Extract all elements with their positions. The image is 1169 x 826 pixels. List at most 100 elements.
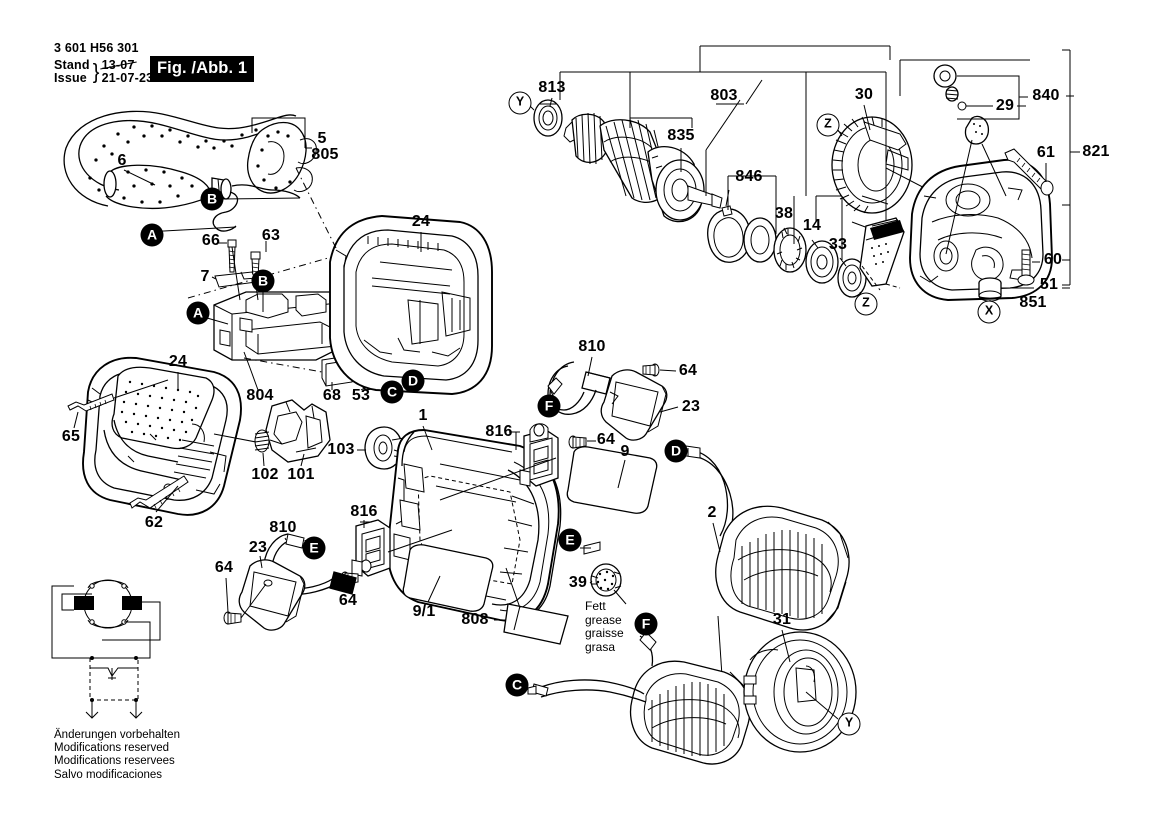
leader-9-1 (427, 575, 441, 603)
part-housing-shell-24-upper (329, 215, 493, 395)
leader-804 (243, 351, 259, 391)
part-screw-64-cap-upper (642, 363, 660, 377)
lab-14: 14 (802, 217, 822, 234)
lab-840: 840 (1032, 87, 1060, 104)
leader-1 (422, 425, 433, 451)
lab-30: 30 (854, 86, 874, 103)
leader-102 (262, 452, 265, 467)
part-cover-cap-23-lower (238, 559, 306, 631)
grease-note-de: Fett (585, 599, 606, 613)
grease-note: Fett grease graisse grasa (585, 599, 624, 654)
leader-101 (300, 453, 305, 467)
leader-30-gearbox (885, 167, 941, 197)
leader-B-cord (221, 197, 301, 200)
lab-851: 851 (1019, 294, 1047, 311)
lab-810b: 810 (269, 519, 297, 536)
leader-30 (863, 104, 871, 131)
wiring-schematic-inset (51, 579, 161, 719)
ref-D-1: D (401, 369, 425, 393)
leader-64-cap-upper (659, 369, 677, 372)
lab-7: 7 (200, 268, 210, 285)
part-ring-846 (707, 205, 751, 263)
leader-7 (211, 276, 217, 280)
part-screw-64-lower (340, 571, 359, 585)
lab-101: 101 (287, 466, 315, 483)
sheet-header: 3 601 H56 301 Stand Issue } 13-07 21-07-… (54, 41, 154, 85)
part-washer-a (743, 217, 777, 263)
part-cable-F-lower (639, 631, 657, 667)
lab-61: 61 (1036, 144, 1056, 161)
part-cable-C (527, 679, 647, 703)
leader-65-shell (113, 379, 169, 399)
lab-62: 62 (144, 514, 164, 531)
lab-51: 51 (1039, 276, 1059, 293)
ref-D-2: D (664, 439, 688, 463)
part-end-cap-31 (743, 631, 857, 753)
lab-821: 821 (1082, 143, 1110, 160)
bracket-821 (1062, 49, 1080, 286)
lab-835: 835 (667, 127, 695, 144)
lab-6: 6 (117, 152, 127, 169)
leader-brush-a (851, 221, 869, 229)
lab-53: 53 (351, 387, 371, 404)
leader-803b (745, 79, 763, 105)
footer-line-es: Salvo modificaciones (54, 768, 163, 781)
lab-816a: 816 (485, 423, 513, 440)
lab-805: 805 (311, 146, 339, 163)
ref-C-1: C (380, 380, 404, 404)
leader-66-module (231, 246, 241, 301)
ref-A-1: A (140, 223, 164, 247)
lab-63: 63 (261, 227, 281, 244)
lab-23b: 23 (248, 539, 268, 556)
leader-38 (783, 227, 788, 235)
part-grease-ring-39 (590, 563, 622, 597)
part-power-cord-805 (63, 110, 317, 232)
part-switch-module-804 (213, 291, 349, 361)
leader-2-lower (717, 615, 723, 677)
label-stand: Stand (54, 57, 90, 72)
leader-103-housing (405, 451, 431, 463)
leader-6 (123, 169, 156, 186)
ref-F-1: F (537, 394, 561, 418)
footer-line-fr: Modifications reservees (54, 755, 175, 768)
bracket-805 (251, 117, 312, 149)
lab-64d: 64 (338, 592, 358, 609)
lab-66: 66 (201, 232, 221, 249)
leader-39 (589, 580, 593, 584)
lab-65: 65 (61, 428, 81, 445)
lab-31: 31 (772, 611, 792, 628)
grease-note-es: grasa (585, 639, 616, 654)
leader-23-lower (259, 555, 263, 569)
leader-Z-30 (837, 129, 843, 137)
part-lever-101 (265, 399, 331, 463)
material-number: 3 601 H56 301 (54, 41, 139, 55)
leader-33 (839, 257, 847, 267)
lab-813: 813 (538, 79, 566, 96)
part-gearbox-housing-821 (909, 159, 1053, 301)
lab-816b: 816 (350, 503, 378, 520)
lab-24b: 24 (168, 353, 188, 370)
leader-64-cap-lower-axis (240, 583, 267, 619)
ref-C-2: C (505, 673, 529, 697)
ref-Y-1: Y (508, 91, 532, 115)
grease-note-en: grease (585, 612, 622, 627)
part-label-9 (566, 446, 658, 514)
leader-816-axis (439, 457, 557, 501)
part-brush-holder-816-lower (351, 519, 391, 577)
ref-E-1: E (558, 528, 582, 552)
part-screw-64-cap-lower (223, 611, 242, 625)
lab-38: 38 (774, 205, 794, 222)
lab-23a: 23 (681, 398, 701, 415)
ref-A-2: A (186, 301, 210, 325)
ref-E-2: E (302, 536, 326, 560)
lab-60: 60 (1043, 251, 1063, 268)
part-motor-housing-1 (386, 429, 562, 622)
leader-23-upper (659, 406, 679, 413)
part-screw-60 (1017, 249, 1035, 286)
date-current: 21-07-23 (101, 70, 154, 85)
connector-E (583, 541, 601, 555)
part-screw-62 (129, 475, 189, 509)
lab-808: 808 (461, 611, 489, 628)
leader-Y-31 (805, 691, 839, 720)
